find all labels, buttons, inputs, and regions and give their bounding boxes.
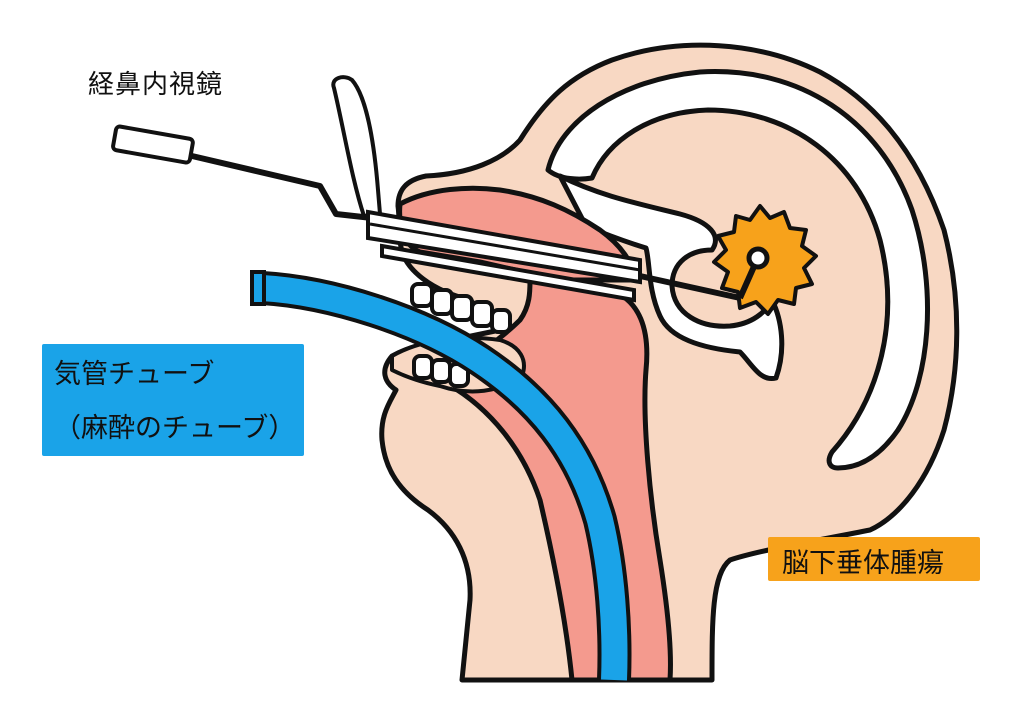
tumor-label-box <box>768 537 980 581</box>
endoscope-tool <box>111 124 741 303</box>
tracheal-tube-fill <box>261 275 628 681</box>
pituitary-tumor <box>712 204 818 316</box>
endoscope-wire <box>191 153 373 221</box>
tracheal-tube-label-box <box>42 344 304 456</box>
tumor-label: 脳下垂体腫瘍 <box>782 548 944 579</box>
lower-teeth <box>412 354 470 388</box>
endoscope-tip-icon <box>746 246 770 270</box>
nose-ala <box>331 75 382 218</box>
endoscope-label: 経鼻内視鏡 <box>88 70 224 100</box>
tube-end <box>250 270 266 306</box>
upper-teeth <box>410 282 512 334</box>
tracheal-tube-label: 気管チューブ <box>54 359 215 390</box>
skull-bone <box>545 69 930 471</box>
tracheal-tube-sublabel: （麻酔のチューブ） <box>54 413 296 444</box>
endoscope-handle <box>111 124 195 165</box>
